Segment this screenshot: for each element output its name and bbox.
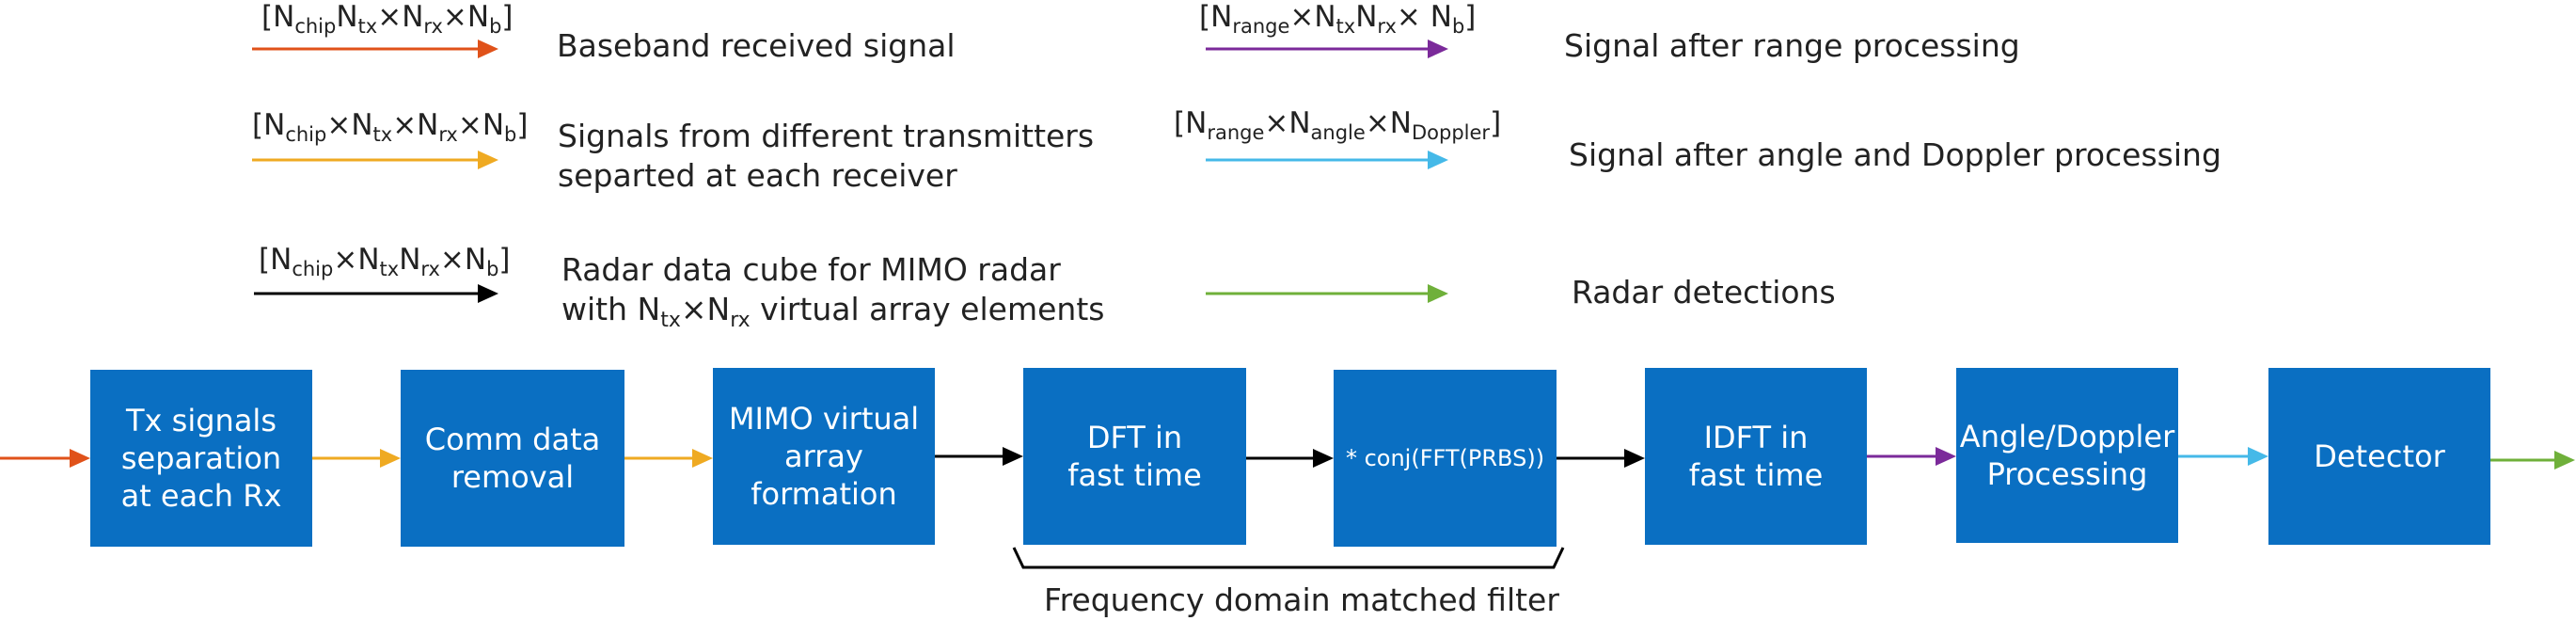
legend-desc-separated-line1: Signals from different transmitters	[558, 118, 1095, 154]
legend-dim-baseband: [NchipNtx×Nrx×Nb]	[261, 0, 514, 38]
legend-arrow-baseband	[252, 40, 498, 58]
flow-arrow-4	[1246, 449, 1334, 468]
legend-arrow-detections	[1206, 284, 1448, 303]
legend-arrow-angle-doppler	[1206, 151, 1448, 169]
matched-filter-brace	[1012, 547, 1565, 569]
flow-arrow-6	[1867, 447, 1956, 466]
flow-arrow-1	[312, 449, 401, 468]
legend-desc-detections: Radar detections	[1572, 274, 1836, 310]
block-conj-fft-prbs: * conj(FFT(PRBS))	[1334, 370, 1557, 547]
legend-arrow-range	[1206, 40, 1448, 58]
legend-dim-angle-doppler: [Nrange×Nangle×NDoppler]	[1174, 106, 1502, 144]
legend-arrow-datacube	[254, 284, 498, 303]
dim-part: N	[273, 0, 295, 34]
flow-arrow-3	[935, 447, 1023, 466]
flow-arrow-2	[624, 449, 713, 468]
legend-desc-baseband: Baseband received signal	[557, 27, 956, 64]
legend-arrow-separated	[252, 151, 498, 169]
flow-arrow-input	[0, 449, 90, 468]
matched-filter-caption: Frequency domain matched filter	[1044, 581, 1559, 618]
block-detector: Detector	[2268, 368, 2490, 545]
legend-desc-range: Signal after range processing	[1564, 27, 2020, 64]
legend-desc-separated-line2: separted at each receiver	[558, 157, 957, 194]
legend-desc-datacube-line1: Radar data cube for MIMO radar	[561, 251, 1061, 288]
legend-dim-datacube: [Nchip×NtxNrx×Nb]	[259, 243, 511, 280]
legend-dim-range: [Nrange×NtxNrx× Nb]	[1199, 0, 1477, 38]
flow-arrow-5	[1557, 449, 1645, 468]
flow-arrow-7	[2178, 447, 2268, 466]
legend-desc-angle-doppler: Signal after angle and Doppler processin…	[1569, 136, 2221, 173]
flow-arrow-output	[2490, 451, 2575, 470]
legend-dim-separated: [Nchip×Ntx×Nrx×Nb]	[252, 108, 529, 146]
legend-desc-datacube-line2: with Ntx×Nrx virtual array elements	[561, 291, 1105, 332]
